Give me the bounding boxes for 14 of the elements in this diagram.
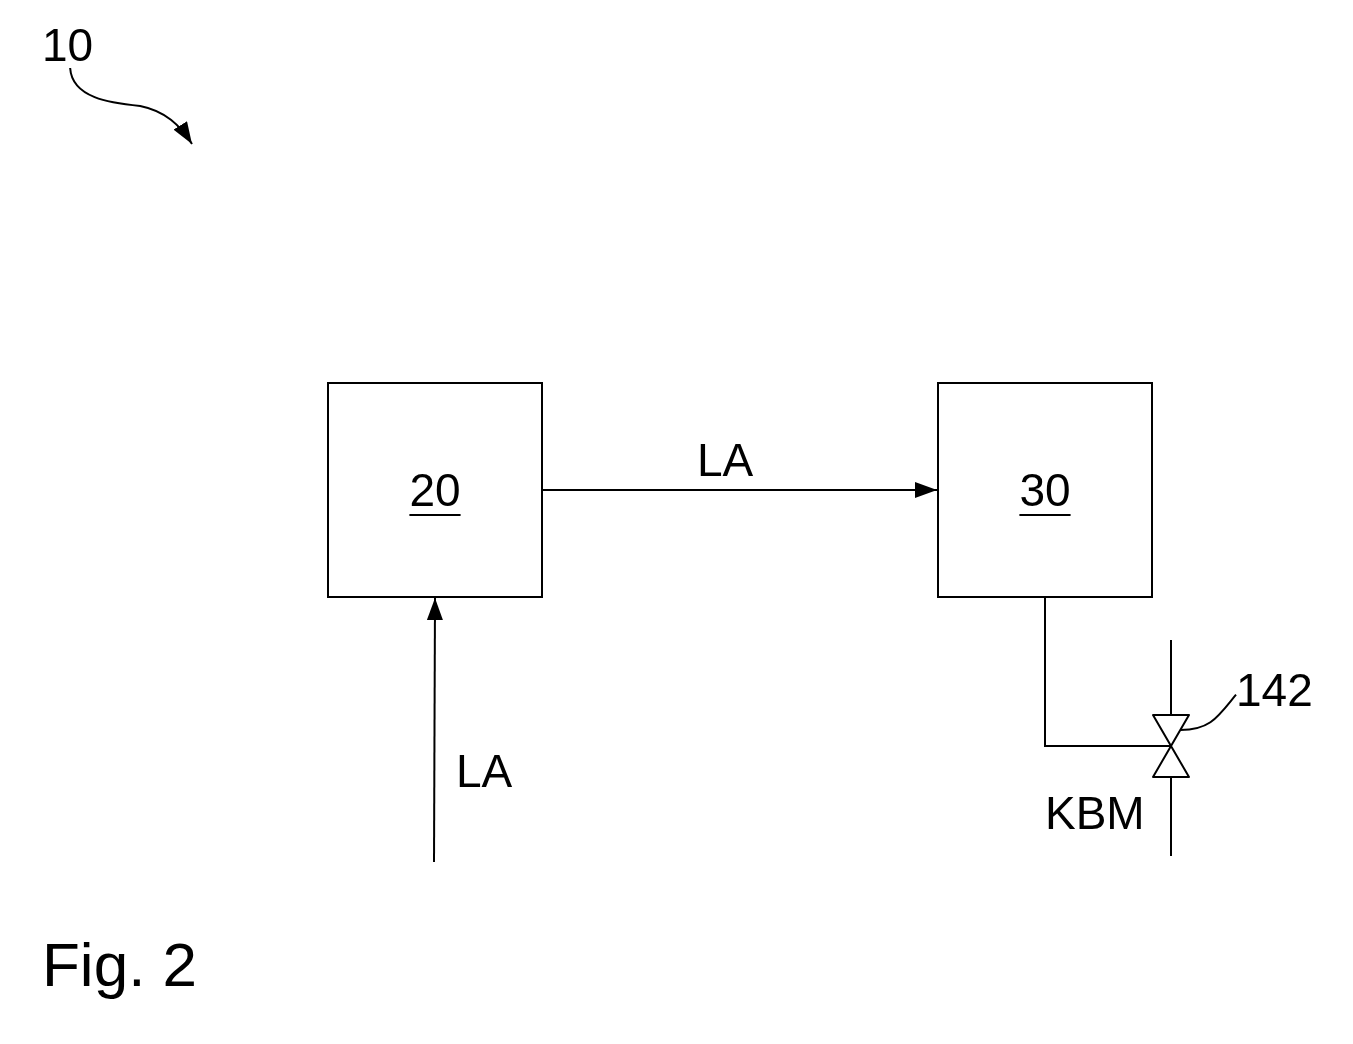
reference-numeral: 20 (409, 467, 461, 513)
connection-line (1044, 597, 1172, 747)
reference-numeral: 142 (1236, 667, 1313, 713)
reference-numeral: 30 (1019, 467, 1071, 513)
arrow (542, 482, 938, 498)
leader-line (1179, 693, 1237, 731)
arrow (426, 597, 443, 863)
pipe-line (1170, 639, 1172, 715)
leader-arrow (69, 67, 193, 145)
process-box (327, 382, 543, 598)
pipe-line (1170, 777, 1172, 857)
reference-numeral: 10 (42, 22, 94, 68)
process-box (937, 382, 1153, 598)
valve-symbol (1152, 714, 1190, 778)
